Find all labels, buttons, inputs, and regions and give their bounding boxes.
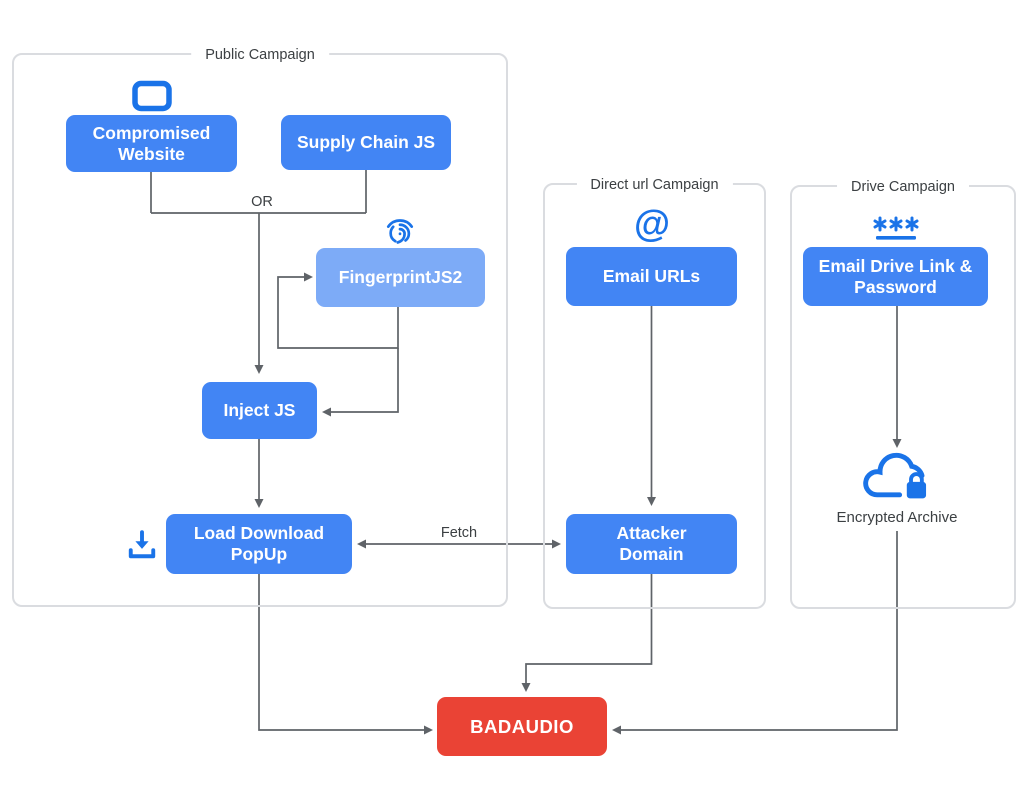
- node-email-urls: Email URLs: [566, 247, 737, 306]
- password-asterisks-icon: [873, 215, 919, 250]
- encrypted-archive-label: Encrypted Archive: [836, 509, 958, 526]
- node-supply-chain-js-label: Supply Chain JS: [296, 132, 436, 153]
- at-icon: @: [633, 203, 671, 244]
- node-inject-js: Inject JS: [202, 382, 317, 439]
- node-fingerprintjs2-label: FingerprintJS2: [338, 267, 463, 288]
- node-fingerprintjs2: FingerprintJS2: [316, 248, 485, 307]
- cloud-lock-icon: [862, 449, 932, 510]
- node-email-drive-link-password: Email Drive Link & Password: [803, 247, 988, 306]
- or-label: OR: [251, 194, 273, 210]
- node-compromised-website: Compromised Website: [66, 115, 237, 172]
- download-icon: [124, 527, 160, 568]
- node-email-drive-link-password-label: Email Drive Link & Password: [818, 255, 973, 297]
- group-direct-url-campaign: Direct url Campaign: [543, 177, 766, 609]
- group-public-campaign-label: Public Campaign: [191, 47, 329, 63]
- node-load-download-popup: Load Download PopUp: [166, 514, 352, 574]
- node-supply-chain-js: Supply Chain JS: [281, 115, 451, 170]
- node-badaudio: BADAUDIO: [437, 697, 607, 756]
- node-compromised-website-label: Compromised Website: [92, 122, 211, 164]
- node-attacker-domain-label: Attacker Domain: [616, 523, 687, 564]
- group-public-campaign: Public Campaign: [12, 47, 508, 607]
- node-load-download-popup-label: Load Download PopUp: [193, 523, 325, 564]
- node-attacker-domain: Attacker Domain: [566, 514, 737, 574]
- group-drive-campaign-label: Drive Campaign: [837, 179, 969, 195]
- group-drive-campaign: Drive Campaign: [790, 179, 1016, 609]
- browser-window-icon: [131, 80, 173, 117]
- node-badaudio-label: BADAUDIO: [470, 715, 574, 737]
- fetch-label: Fetch: [440, 525, 478, 541]
- node-inject-js-label: Inject JS: [223, 400, 296, 421]
- fingerprint-icon: [381, 213, 419, 256]
- group-direct-url-campaign-label: Direct url Campaign: [576, 177, 733, 193]
- node-email-urls-label: Email URLs: [602, 266, 701, 287]
